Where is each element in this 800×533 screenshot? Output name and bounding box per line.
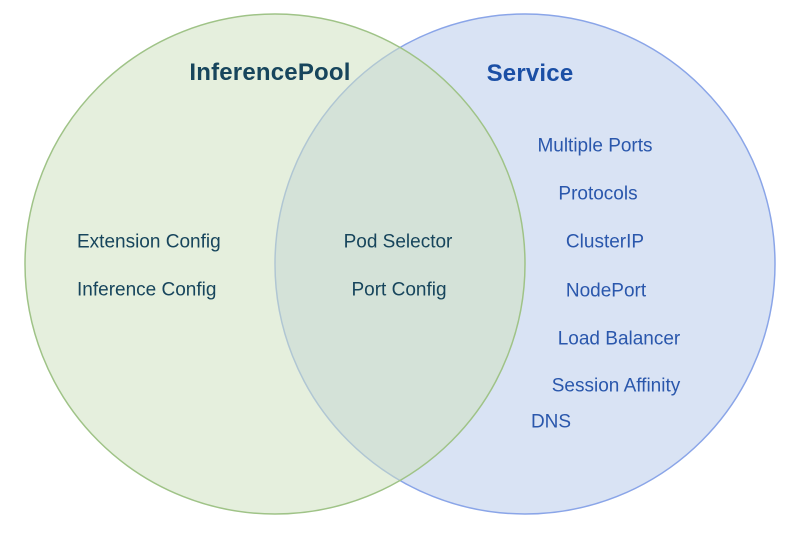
inferencepool-circle <box>24 13 526 515</box>
item-session-affinity: Session Affinity <box>551 375 681 397</box>
item-load-balancer: Load Balancer <box>557 328 681 350</box>
item-protocols: Protocols <box>558 183 638 205</box>
item-nodeport: NodePort <box>565 280 647 302</box>
item-pod-selector: Pod Selector <box>343 231 453 253</box>
item-clusterip: ClusterIP <box>565 231 645 253</box>
item-port-config: Port Config <box>351 279 447 301</box>
item-dns: DNS <box>530 411 572 433</box>
item-multiple-ports: Multiple Ports <box>537 135 653 157</box>
service-title: Service <box>486 60 574 87</box>
item-inference-config: Inference Config <box>77 279 217 301</box>
item-extension-config: Extension Config <box>77 231 221 253</box>
inferencepool-title: InferencePool <box>189 59 351 86</box>
